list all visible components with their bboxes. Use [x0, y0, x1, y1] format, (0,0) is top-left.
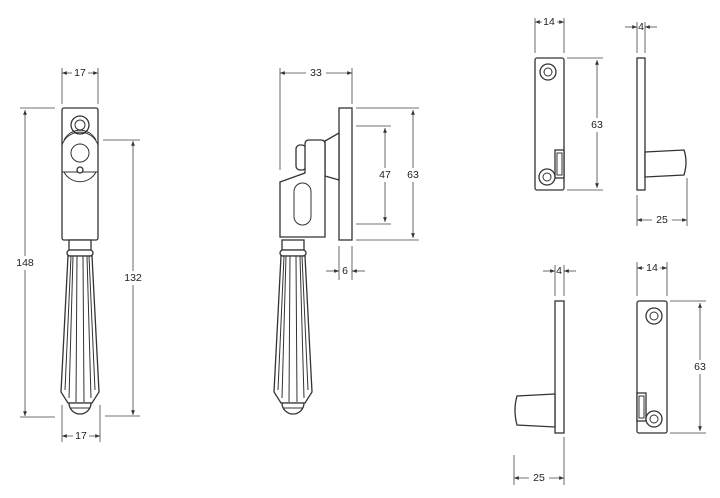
dim-hole-spacing: 47 [379, 169, 391, 181]
dim-plate-height: 63 [407, 169, 419, 181]
side-view-handle [273, 107, 353, 415]
dim-overall-height: 148 [16, 257, 34, 269]
strike-bottom-side: 4 25 [513, 265, 576, 485]
front-dimensions: 17 148 132 17 [15, 66, 145, 442]
dim-front-top-width: 17 [74, 67, 86, 79]
dim-strike-bottom-height: 63 [694, 361, 706, 373]
dim-strike-top-thickness: 4 [638, 21, 644, 33]
dim-front-bottom-width: 17 [75, 430, 87, 442]
dim-strike-bottom-width: 14 [646, 262, 658, 274]
strike-top-side: 4 25 [625, 21, 688, 226]
dim-strike-top-height: 63 [591, 119, 603, 131]
dim-strike-top-projection: 25 [656, 214, 668, 226]
dim-plate-thickness: 6 [342, 265, 348, 277]
dim-strike-bottom-thickness: 4 [556, 265, 562, 277]
dim-strike-bottom-projection: 25 [533, 472, 545, 484]
strike-bottom-front: 14 63 [636, 261, 710, 434]
dim-side-depth: 33 [310, 67, 322, 79]
dim-handle-height: 132 [124, 272, 142, 284]
strike-top-front: 14 63 [534, 15, 607, 191]
side-dimensions: 33 63 47 6 [279, 66, 423, 280]
dim-strike-top-width: 14 [543, 16, 555, 28]
front-view-handle [60, 107, 100, 415]
